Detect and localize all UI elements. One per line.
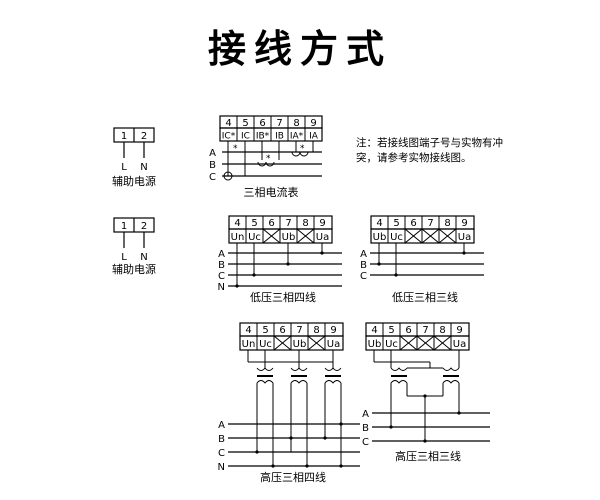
polarity-mark: * bbox=[233, 144, 238, 154]
aux-line-n: N bbox=[140, 252, 147, 263]
terminal-number: 9 bbox=[461, 218, 467, 229]
terminal-number: 5 bbox=[242, 118, 248, 129]
page-title: 接线方式 bbox=[207, 26, 392, 71]
high-voltage-4wire-diagram: 4 5 6 7 8 9 Un Uc Ub Ua bbox=[218, 322, 360, 484]
aux-terminal-1: 1 bbox=[121, 131, 127, 142]
terminal-signal: Un bbox=[242, 339, 256, 350]
high-4wire-caption: 高压三相四线 bbox=[260, 470, 326, 484]
terminal-number: 8 bbox=[444, 218, 450, 229]
low-4wire-caption: 低压三相四线 bbox=[250, 290, 316, 304]
high-3wire-caption: 高压三相三线 bbox=[395, 449, 461, 463]
terminal-number: 6 bbox=[405, 325, 411, 336]
polarity-mark: * bbox=[266, 154, 271, 164]
terminal-number: 5 bbox=[262, 325, 268, 336]
aux-line-n: N bbox=[140, 162, 147, 173]
aux-power-label: 辅助电源 bbox=[112, 262, 156, 276]
terminal-number: 7 bbox=[422, 325, 428, 336]
terminal-number: 8 bbox=[293, 118, 299, 129]
note-text: 若接线图端子号与实物有冲突，请参考实物接线图。 bbox=[356, 137, 503, 164]
phase-label: C bbox=[209, 172, 216, 183]
terminal-number: 7 bbox=[296, 325, 302, 336]
terminal-signal: Ua bbox=[327, 339, 340, 350]
terminal-number: 4 bbox=[371, 325, 377, 336]
terminal-number: 5 bbox=[393, 218, 399, 229]
terminal-number: 6 bbox=[268, 218, 274, 229]
polarity-mark: * bbox=[300, 144, 305, 154]
aux-power-block-bottom: 1 2 L N 辅助电源 bbox=[112, 217, 156, 276]
note-prefix: 注： bbox=[356, 137, 377, 149]
aux-terminal-2: 2 bbox=[141, 131, 147, 142]
terminal-number: 4 bbox=[245, 325, 251, 336]
phase-label: A bbox=[362, 409, 369, 420]
terminal-signal: IB* bbox=[256, 132, 270, 142]
phase-label: C bbox=[362, 437, 369, 448]
phase-label: B bbox=[218, 260, 225, 271]
phase-label: C bbox=[360, 271, 367, 282]
phase-label: N bbox=[218, 462, 225, 473]
current-meter-caption: 三相电流表 bbox=[244, 185, 299, 199]
terminal-number: 4 bbox=[225, 118, 231, 129]
terminal-signal: IA* bbox=[290, 132, 304, 142]
aux-terminal-2: 2 bbox=[141, 221, 147, 232]
terminal-number: 8 bbox=[439, 325, 445, 336]
terminal-number: 5 bbox=[388, 325, 394, 336]
terminal-number: 6 bbox=[259, 118, 265, 129]
terminal-number: 5 bbox=[251, 218, 257, 229]
phase-label: B bbox=[209, 160, 216, 171]
terminal-signal: IA bbox=[309, 132, 319, 142]
terminal-signal: Ua bbox=[458, 232, 471, 243]
terminal-signal: Ub bbox=[368, 339, 382, 350]
terminal-signal: Uc bbox=[385, 339, 398, 350]
phase-label: A bbox=[218, 420, 225, 431]
aux-power-label: 辅助电源 bbox=[112, 174, 156, 188]
phase-label: C bbox=[218, 271, 225, 282]
wiring-note: 注：若接线图端子号与实物有冲突，请参考实物接线图。 bbox=[356, 136, 506, 166]
terminal-number: 9 bbox=[456, 325, 462, 336]
terminal-signal: Ub bbox=[373, 232, 387, 243]
aux-line-l: L bbox=[121, 252, 127, 263]
terminal-signal: Uc bbox=[259, 339, 272, 350]
terminal-signal: Ua bbox=[316, 232, 329, 243]
terminal-signal: Ub bbox=[293, 339, 307, 350]
terminal-number: 6 bbox=[410, 218, 416, 229]
phase-label: N bbox=[218, 282, 225, 293]
low-voltage-4wire-diagram: 4 5 6 7 8 9 Un Uc Ub Ua bbox=[218, 215, 342, 304]
terminal-signal: Ub bbox=[282, 232, 296, 243]
terminal-number: 9 bbox=[330, 325, 336, 336]
terminal-signal: Un bbox=[231, 232, 245, 243]
terminal-number: 4 bbox=[376, 218, 382, 229]
phase-label: B bbox=[360, 260, 367, 271]
low-3wire-caption: 低压三相三线 bbox=[392, 290, 458, 304]
low-voltage-3wire-diagram: 4 5 6 7 8 9 Ub Uc Ua A B C bbox=[360, 215, 484, 304]
terminal-signal: Ua bbox=[453, 339, 466, 350]
terminal-number: 8 bbox=[302, 218, 308, 229]
terminal-signal: Uc bbox=[248, 232, 261, 243]
phase-label: A bbox=[209, 148, 216, 159]
terminal-number: 7 bbox=[276, 118, 282, 129]
terminal-number: 4 bbox=[234, 218, 240, 229]
aux-terminal-1: 1 bbox=[121, 221, 127, 232]
aux-power-block-top: 1 2 L N 辅助电源 bbox=[112, 127, 156, 188]
current-meter-diagram: 4 5 6 7 8 9 IC* IC IB* IB IA* IA bbox=[209, 115, 323, 199]
terminal-number: 9 bbox=[319, 218, 325, 229]
terminal-number: 9 bbox=[310, 118, 316, 129]
phase-label: B bbox=[218, 434, 225, 445]
terminal-signal: IC bbox=[241, 132, 250, 142]
terminal-signal: Uc bbox=[390, 232, 403, 243]
high-voltage-3wire-diagram: 4 5 6 7 8 9 Ub Uc Ua bbox=[362, 322, 490, 463]
terminal-number: 8 bbox=[313, 325, 319, 336]
terminal-number: 7 bbox=[427, 218, 433, 229]
aux-line-l: L bbox=[121, 162, 127, 173]
phase-label: B bbox=[362, 423, 369, 434]
phase-label: A bbox=[218, 249, 225, 260]
terminal-number: 6 bbox=[279, 325, 285, 336]
phase-label: C bbox=[218, 448, 225, 459]
terminal-signal: IC* bbox=[222, 132, 236, 142]
phase-label: A bbox=[360, 249, 367, 260]
terminal-signal: IB bbox=[275, 132, 284, 142]
terminal-number: 7 bbox=[285, 218, 291, 229]
